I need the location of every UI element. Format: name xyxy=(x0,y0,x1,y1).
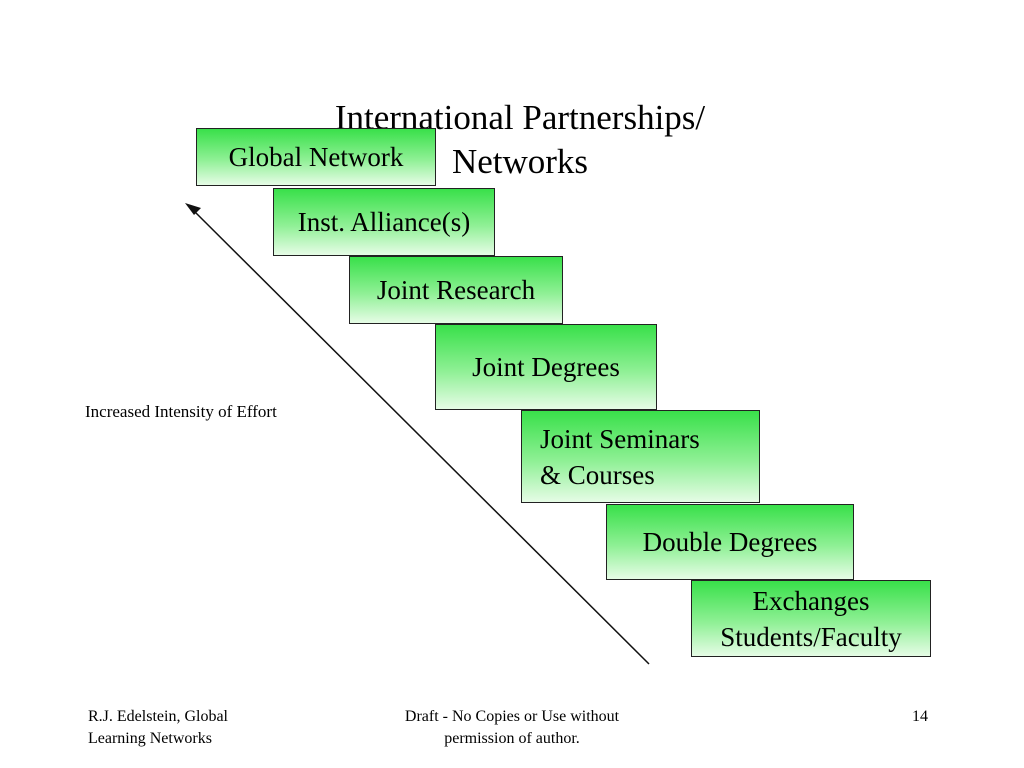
footer-notice-line2: permission of author. xyxy=(444,730,580,747)
step-label: Inst. Alliance(s) xyxy=(297,207,471,237)
axis-label: Increased Intensity of Effort xyxy=(85,402,277,421)
step-label: Joint Research xyxy=(376,275,536,305)
footer-author: R.J. Edelstein, Global Learning Networks xyxy=(88,706,228,750)
step-label-line1: Joint Seminars xyxy=(540,423,700,454)
step-exchanges: Exchanges Students/Faculty xyxy=(691,580,931,657)
footer-author-line2: Learning Networks xyxy=(88,730,212,747)
intensity-arrow-shaft xyxy=(192,209,650,665)
step-label-line1: Exchanges xyxy=(752,585,870,616)
page-number: 14 xyxy=(912,708,928,725)
step-double-degrees: Double Degrees xyxy=(606,504,854,580)
slide-title-line2: Networks xyxy=(451,142,589,181)
step-joint-research: Joint Research xyxy=(349,256,563,324)
step-global-network: Global Network xyxy=(196,128,436,186)
step-label: Double Degrees xyxy=(642,527,818,557)
intensity-arrow-head xyxy=(185,203,201,215)
step-label-line2: & Courses xyxy=(540,459,655,490)
footer-notice-line1: Draft - No Copies or Use without xyxy=(404,708,620,725)
step-joint-degrees: Joint Degrees xyxy=(435,324,657,410)
step-label: Global Network xyxy=(228,142,404,172)
footer-author-line1: R.J. Edelstein, Global xyxy=(88,708,228,725)
step-institutional-alliances: Inst. Alliance(s) xyxy=(273,188,495,256)
step-label-line2: Students/Faculty xyxy=(720,621,902,652)
footer-notice: Draft - No Copies or Use without permiss… xyxy=(352,706,672,750)
step-label: Joint Degrees xyxy=(472,352,620,382)
step-joint-seminars-courses: Joint Seminars & Courses xyxy=(521,410,760,503)
